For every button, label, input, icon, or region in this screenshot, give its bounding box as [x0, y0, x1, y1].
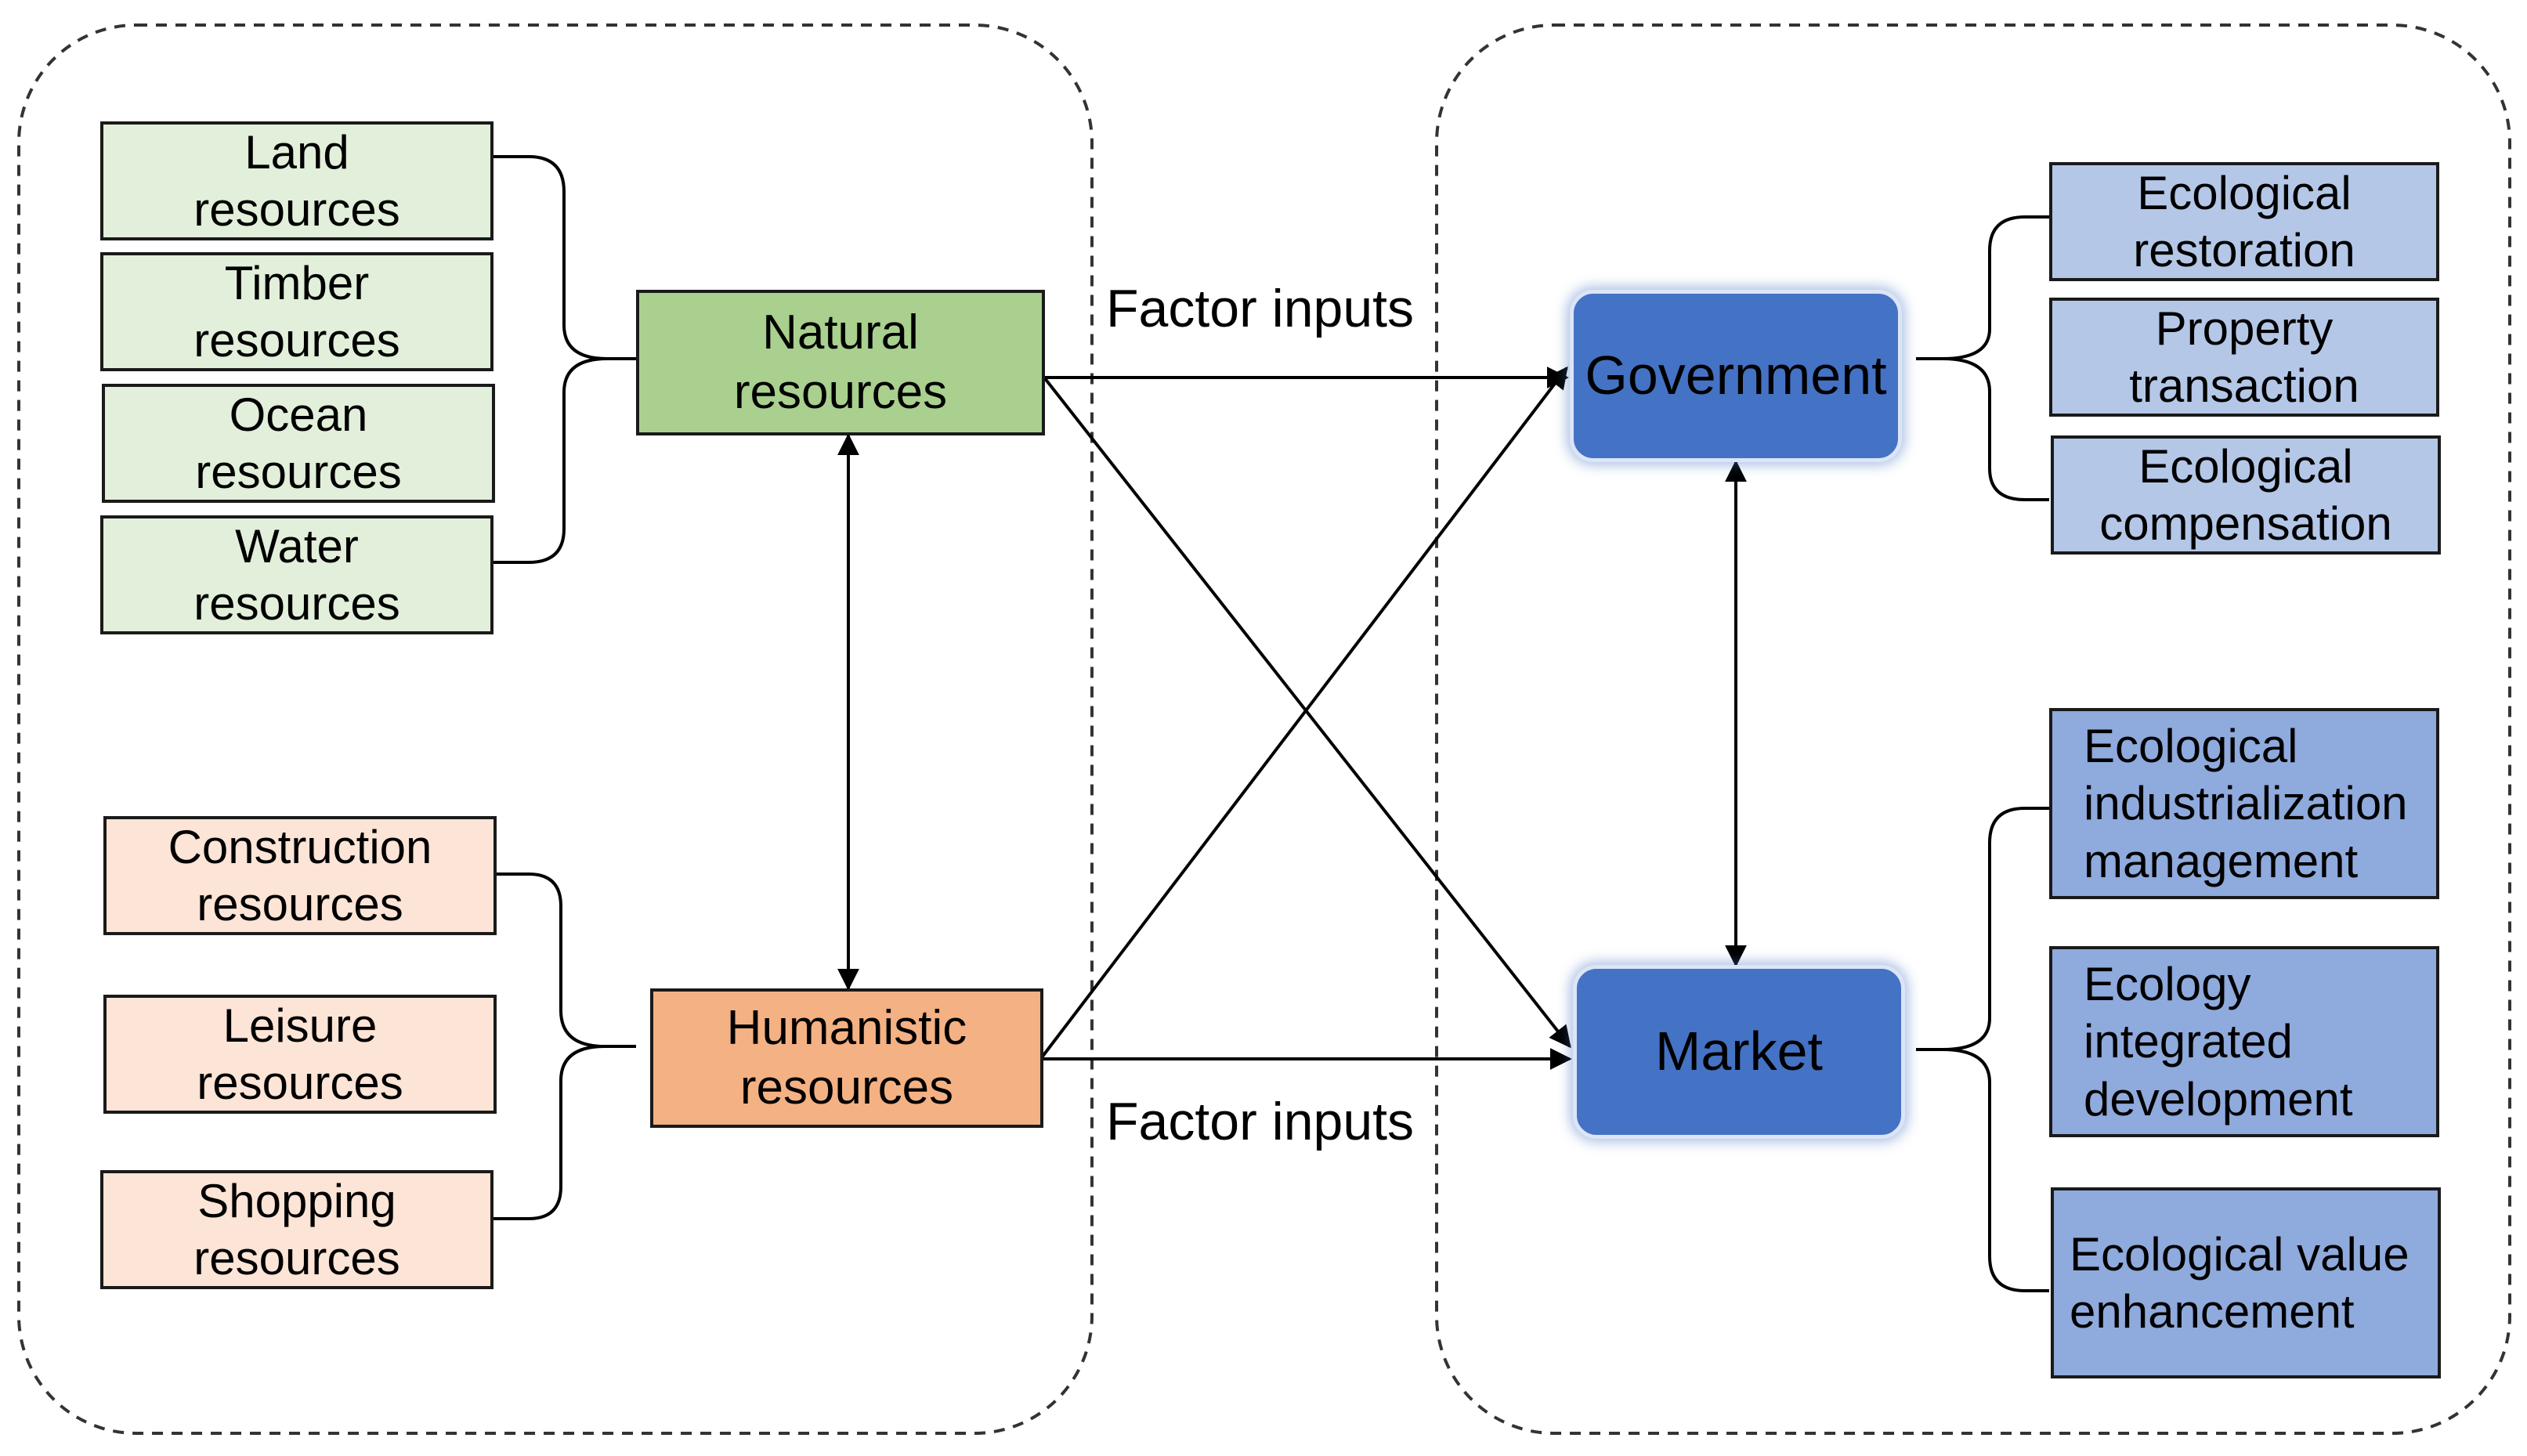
government-brace [1916, 215, 2049, 501]
leisure-resources-label: Leisure resources [197, 999, 403, 1109]
water-resources-box: Water resources [100, 515, 493, 634]
ecological-value-enhancement-box: Ecological value enhancement [2051, 1187, 2441, 1378]
shopping-resources-label: Shopping resources [193, 1174, 400, 1284]
humanistic-resources-box: Humanistic resources [650, 988, 1043, 1128]
ecological-compensation-label: Ecological compensation [2099, 439, 2392, 550]
humanistic-brace [493, 873, 636, 1220]
arrow-natural-to-market [1043, 376, 1571, 1049]
timber-resources-label: Timber resources [193, 256, 400, 367]
land-resources-label: Land resources [193, 125, 400, 236]
property-transaction-label: Property transaction [2129, 302, 2359, 412]
construction-resources-box: Construction resources [103, 816, 497, 935]
market-label: Market [1655, 1021, 1823, 1082]
market-brace [1916, 807, 2049, 1292]
left-panel-border [17, 23, 1094, 1435]
ecological-restoration-label: Ecological restoration [2133, 166, 2355, 276]
shopping-resources-box: Shopping resources [100, 1170, 493, 1289]
ecological-compensation-box: Ecological compensation [2051, 435, 2441, 555]
government-label: Government [1585, 345, 1887, 406]
factor-inputs-top-label: Factor inputs [1101, 278, 1419, 339]
land-resources-box: Land resources [100, 121, 493, 240]
timber-resources-box: Timber resources [100, 252, 493, 371]
property-transaction-box: Property transaction [2049, 298, 2439, 417]
right-panel-border [1435, 23, 2511, 1435]
factor-inputs-bottom-label: Factor inputs [1101, 1091, 1419, 1152]
arrow-humanistic-to-government [1040, 366, 1568, 1059]
market-box: Market [1573, 965, 1905, 1139]
ecological-restoration-box: Ecological restoration [2049, 162, 2439, 281]
leisure-resources-box: Leisure resources [103, 995, 497, 1114]
natural-brace [493, 155, 636, 564]
ecology-integrated-development-label: Ecology integrated development [2084, 958, 2353, 1125]
ocean-resources-label: Ocean resources [195, 388, 402, 498]
humanistic-resources-label: Humanistic resources [726, 1001, 967, 1115]
ecological-value-enhancement-label: Ecological value enhancement [2070, 1227, 2410, 1338]
ecological-industrialization-management-label: Ecological industrialization management [2084, 720, 2408, 887]
construction-resources-label: Construction resources [168, 820, 432, 930]
ecology-integrated-development-box: Ecology integrated development [2049, 946, 2439, 1137]
water-resources-label: Water resources [193, 519, 400, 630]
government-box: Government [1570, 290, 1902, 462]
natural-resources-box: Natural resources [636, 290, 1045, 435]
natural-resources-label: Natural resources [733, 305, 948, 419]
ecological-industrialization-management-box: Ecological industrialization management [2049, 708, 2439, 899]
ocean-resources-box: Ocean resources [102, 384, 495, 503]
